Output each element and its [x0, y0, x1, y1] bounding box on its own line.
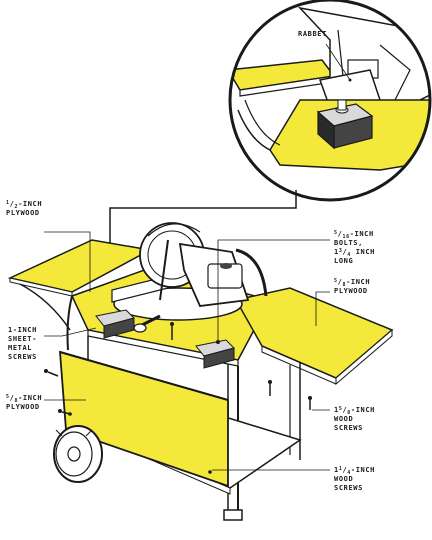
miter-saw [95, 222, 268, 369]
label-plywood-left-top: 1/2-INCH PLYWOOD [6, 200, 42, 217]
screw-center [170, 322, 174, 340]
screw-lower-left [58, 409, 71, 415]
svg-text:5/16-INCH: 5/16-INCH [334, 230, 374, 240]
svg-text:WOOD: WOOD [334, 475, 353, 483]
screw-right [268, 380, 272, 396]
svg-text:5/8-INCH: 5/8-INCH [6, 394, 42, 404]
svg-text:METAL: METAL [8, 344, 32, 352]
screw-left [44, 369, 59, 377]
svg-text:LONG: LONG [334, 257, 353, 265]
svg-text:PLYWOOD: PLYWOOD [334, 287, 368, 295]
label-sheet-metal-screws: 1-INCH SHEET- METAL SCREWS [8, 326, 37, 361]
label-wood-screws-1: 15/8-INCH WOOD SCREWS [334, 406, 375, 432]
svg-text:5/8-INCH: 5/8-INCH [334, 278, 370, 288]
label-bolts: 5/16-INCH BOLTS, 13/4 INCH LONG [334, 230, 375, 265]
svg-text:PLYWOOD: PLYWOOD [6, 403, 40, 411]
svg-text:WOOD: WOOD [334, 415, 353, 423]
label-plywood-right-top: 5/8-INCH PLYWOOD [334, 278, 370, 295]
svg-text:SCREWS: SCREWS [8, 353, 37, 361]
inset-circle-outline [228, 0, 432, 202]
svg-text:BOLTS,: BOLTS, [334, 239, 363, 247]
leader-lines [44, 231, 330, 471]
svg-text:13/4 INCH: 13/4 INCH [334, 248, 375, 258]
svg-text:PLYWOOD: PLYWOOD [6, 209, 40, 217]
label-wood-screws-2: 11/4-INCH WOOD SCREWS [334, 466, 375, 492]
wheel [53, 425, 103, 483]
svg-text:1/2-INCH: 1/2-INCH [6, 200, 42, 210]
right-wing-shelf [234, 287, 394, 379]
svg-text:SCREWS: SCREWS [334, 424, 363, 432]
svg-text:15/8-INCH: 15/8-INCH [334, 406, 375, 416]
svg-text:SHEET-: SHEET- [8, 335, 37, 343]
inset-bolt-block [316, 99, 374, 150]
screw-right-lower [308, 396, 312, 410]
label-rabbet: RABBET [298, 30, 327, 38]
inset-detail: RABBET [228, 0, 432, 202]
cart-assembly [7, 222, 394, 521]
label-plywood-left-bottom: 5/8-INCH PLYWOOD [6, 394, 42, 411]
inset-connector-line [109, 190, 297, 270]
svg-text:SCREWS: SCREWS [334, 484, 363, 492]
svg-text:1-INCH: 1-INCH [8, 326, 37, 334]
svg-text:11/4-INCH: 11/4-INCH [334, 466, 375, 476]
